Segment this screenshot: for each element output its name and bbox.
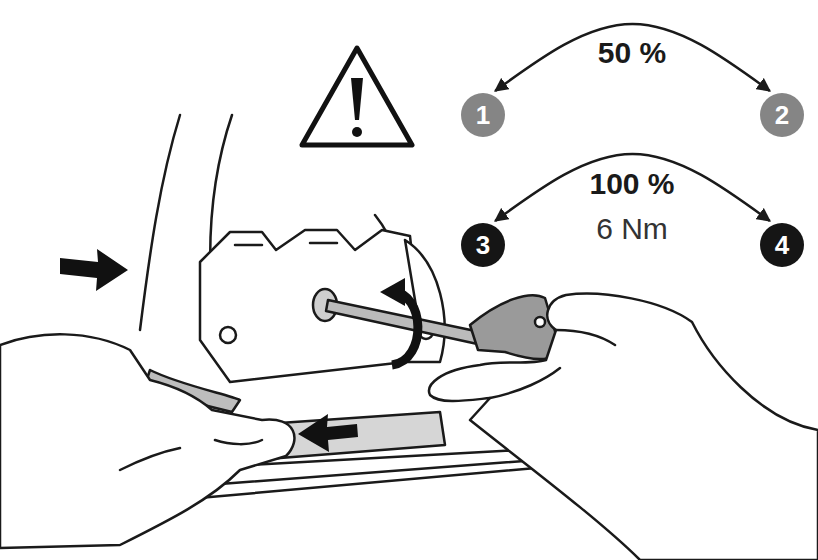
tool-hole — [535, 317, 545, 327]
step-circle: 2 — [760, 93, 804, 137]
bracket-hole — [220, 327, 236, 343]
step-number: 1 — [476, 102, 490, 128]
tool-shaft — [326, 300, 485, 345]
step-number: 2 — [775, 102, 789, 128]
double-arrow — [495, 24, 770, 91]
torque-value: 6 Nm — [593, 212, 671, 245]
right-hand — [429, 294, 818, 560]
finger-line — [490, 330, 615, 398]
body-line — [140, 115, 180, 330]
warning-dot — [352, 127, 362, 137]
step-number: 3 — [476, 232, 490, 258]
warning-mark — [351, 78, 363, 120]
torque-percent: 50 % — [595, 36, 669, 69]
torque-percent: 100 % — [586, 167, 677, 200]
tool-handle — [470, 295, 560, 359]
finger-line — [120, 440, 262, 470]
left-hand — [0, 334, 294, 548]
push-arrow — [298, 414, 358, 452]
step-number: 4 — [775, 232, 789, 258]
rotation-arrow-head — [380, 278, 405, 306]
step-circle: 1 — [461, 93, 505, 137]
bracket-slot — [235, 243, 337, 245]
push-arrow — [60, 249, 128, 291]
foot-bracket — [200, 230, 420, 382]
warning-triangle — [302, 48, 412, 145]
step-circle: 4 — [760, 223, 804, 267]
step-circle: 3 — [461, 223, 505, 267]
